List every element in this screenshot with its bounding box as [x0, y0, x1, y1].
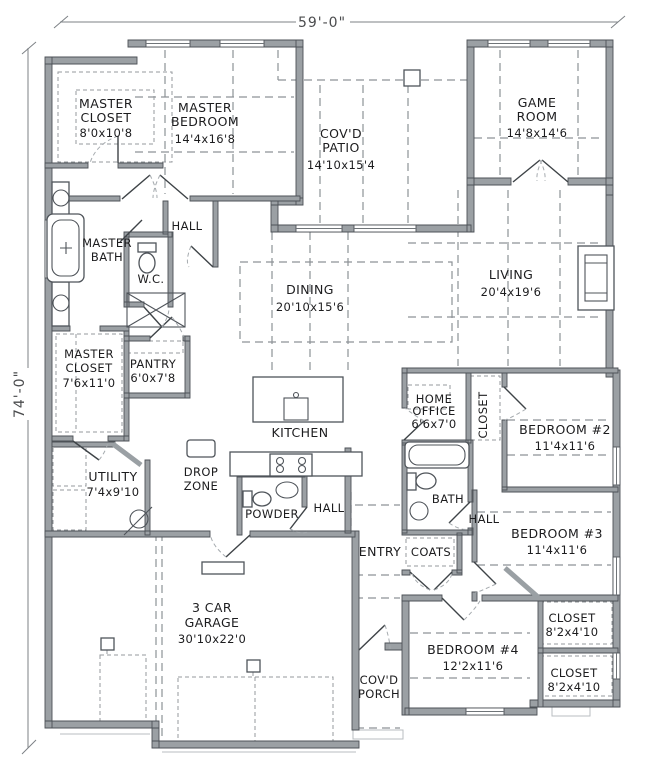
room-size-garage: 30'10x22'0	[178, 632, 246, 646]
hall-bath-sink	[409, 501, 429, 521]
fireplace	[577, 245, 615, 311]
garage-storage	[201, 561, 245, 575]
master-vanity-top	[51, 181, 70, 217]
powder-toilet	[242, 490, 272, 508]
fixtures	[46, 69, 615, 673]
room-label-covd-porch: PORCH	[358, 687, 400, 701]
room-label-drop-zone: ZONE	[184, 479, 218, 493]
door-leaves	[72, 136, 569, 651]
diagonal-walls	[111, 442, 540, 599]
room-label-master-closet-2: MASTER	[64, 347, 114, 361]
room-label-master-closet-1: CLOSET	[81, 110, 132, 125]
master-sink-2	[52, 294, 70, 312]
garage-opener-1	[100, 637, 115, 651]
room-label-covd-patio: COV'D	[320, 126, 362, 141]
room-label-garage: GARAGE	[185, 615, 240, 630]
room-label-utility: UTILITY	[88, 469, 137, 484]
window-mullions	[48, 43, 617, 712]
porch-step	[352, 729, 404, 740]
room-label-drop-zone: DROP	[184, 465, 218, 479]
hall-bath-tub	[404, 441, 470, 469]
room-size-closet-bedroom4: 8'2x4'10	[548, 680, 601, 694]
drop-zone-bench	[186, 439, 216, 458]
door-swing-arcs	[89, 135, 546, 650]
room-label-coats: COATS	[411, 545, 451, 559]
dimensions: 59'-0" 74'-0"	[12, 15, 626, 755]
master-sink-1	[52, 189, 70, 207]
room-label-covd-patio: PATIO	[322, 140, 359, 155]
doors	[72, 135, 569, 651]
walls	[44, 39, 621, 749]
ceiling-dash-lines	[135, 50, 611, 739]
room-label-home-office: OFFICE	[412, 404, 455, 418]
room-label-covd-porch: COV'D	[360, 673, 399, 687]
room-label-master-bath: BATH	[91, 250, 123, 264]
rear-stoop	[551, 706, 591, 717]
kitchen-island	[252, 376, 344, 423]
powder-sink	[275, 481, 299, 499]
room-size-pantry: 6'0x7'8	[130, 371, 175, 385]
room-label-game-room: ROOM	[517, 109, 558, 124]
room-label-bedroom-4: BEDROOM #4	[427, 642, 519, 657]
master-tub	[46, 213, 85, 283]
room-label-garage: 3 CAR	[192, 600, 232, 615]
room-label-pantry: PANTRY	[130, 357, 177, 371]
hall-bath-toilet	[406, 472, 437, 491]
room-label-dining: DINING	[286, 282, 334, 297]
room-label-hall-master: HALL	[172, 219, 203, 233]
room-size-closet-hall: 8'2x4'10	[546, 625, 599, 639]
room-size-utility: 7'4x9'10	[87, 485, 140, 499]
room-label-game-room: GAME	[518, 95, 557, 110]
room-labels: MASTER CLOSET 8'0x10'8 MASTER BEDROOM 14…	[63, 95, 611, 701]
room-size-bedroom-2: 11'4x11'6	[535, 439, 596, 453]
room-label-home-office: HOME	[416, 392, 453, 406]
room-label-bath: BATH	[432, 492, 464, 506]
master-vanity-bottom	[51, 281, 70, 327]
garage-apron-lines	[60, 733, 356, 753]
room-label-master-bath: MASTER	[82, 236, 132, 250]
room-size-covd-patio: 14'10x15'4	[307, 158, 375, 172]
dimension-lines	[21, 15, 626, 755]
interior-walls	[44, 162, 619, 708]
room-label-hall-bedrooms: HALL	[469, 512, 500, 526]
room-size-master-closet-2: 7'6x11'0	[63, 376, 116, 390]
room-label-living: LIVING	[489, 267, 533, 282]
room-label-closet-hall: CLOSET	[548, 611, 596, 625]
utility-sink	[123, 506, 153, 536]
garage-door-dashes-path	[99, 650, 334, 746]
room-label-bedroom-2: BEDROOM #2	[519, 422, 611, 437]
room-size-bedroom-4: 12'2x11'6	[443, 659, 504, 673]
room-label-master-bedroom: MASTER	[178, 100, 232, 115]
kitchen-range	[269, 453, 313, 477]
room-size-game-room: 14'8x14'6	[507, 126, 568, 140]
left-dimension-label: 74'-0"	[12, 370, 28, 418]
master-shower	[126, 292, 186, 328]
room-size-living: 20'4x19'6	[481, 285, 542, 299]
room-label-master-bedroom: BEDROOM	[171, 114, 239, 129]
patio-column	[403, 69, 421, 87]
ceiling-dashes-path	[135, 50, 611, 739]
room-size-bedroom-3: 11'4x11'6	[527, 543, 588, 557]
room-size-home-office: 6'6x7'0	[411, 417, 456, 431]
room-label-closet-bedroom2: CLOSET	[476, 391, 490, 439]
room-label-entry: ENTRY	[359, 544, 401, 559]
room-label-closet-bedroom4: CLOSET	[550, 666, 598, 680]
garage-opener-2	[246, 659, 261, 673]
room-label-powder: POWDER	[245, 507, 299, 521]
wc-toilet	[137, 242, 157, 274]
room-label-hall-center: HALL	[314, 501, 345, 515]
room-size-master-closet-1: 8'0x10'8	[80, 126, 133, 140]
exterior-walls	[44, 39, 621, 749]
room-label-master-closet-1: MASTER	[79, 96, 133, 111]
top-dimension-label: 59'-0"	[298, 15, 346, 31]
room-size-dining: 20'10x15'6	[276, 300, 344, 314]
room-label-master-closet-2: CLOSET	[65, 361, 113, 375]
room-label-wc: W.C.	[138, 272, 165, 286]
room-size-master-bedroom: 14'4x16'8	[175, 132, 236, 146]
room-label-kitchen: KITCHEN	[272, 425, 329, 440]
room-label-bedroom-3: BEDROOM #3	[511, 526, 603, 541]
